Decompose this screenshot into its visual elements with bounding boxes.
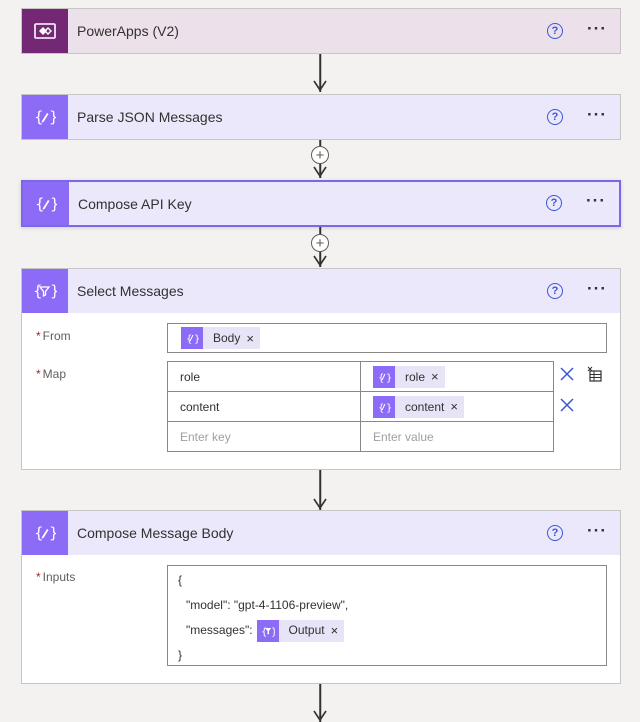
- map-label: *Map: [36, 367, 67, 381]
- svg-text:{: {: [261, 627, 267, 637]
- dynamic-content-token[interactable]: {} Body ×: [181, 327, 260, 349]
- help-icon[interactable]: ?: [547, 283, 563, 299]
- remove-token-icon[interactable]: ×: [431, 369, 439, 384]
- inputs-editor[interactable]: { "model": "gpt-4-1106-preview", "messag…: [167, 565, 607, 666]
- svg-text:}: }: [49, 524, 56, 542]
- from-label: *From: [36, 329, 71, 343]
- help-icon[interactable]: ?: [547, 525, 563, 541]
- help-icon[interactable]: ?: [547, 109, 563, 125]
- expression-icon: {}: [181, 327, 203, 349]
- svg-text:}: }: [386, 403, 391, 413]
- expression-icon: {}: [373, 395, 395, 418]
- step-header[interactable]: PowerApps (V2) ? ···: [22, 9, 620, 53]
- map-key-input[interactable]: Enter key: [167, 421, 361, 452]
- step-title: Compose API Key: [78, 195, 192, 212]
- dynamic-content-token[interactable]: {} Output ×: [256, 619, 345, 642]
- delete-row-icon[interactable]: [560, 398, 574, 412]
- map-row: Enter key Enter value: [167, 421, 555, 452]
- svg-text:{: {: [378, 373, 384, 383]
- step-card-compose-message-body[interactable]: {} Compose Message Body ? ··· *Inputs { …: [21, 510, 621, 684]
- svg-text:}: }: [50, 195, 57, 213]
- step-card-select-messages[interactable]: {} Select Messages ? ··· *From {} Body ×…: [21, 268, 621, 470]
- more-options-icon[interactable]: ···: [587, 19, 607, 38]
- code-line: "messages": {} Output ×: [178, 618, 606, 643]
- select-filter-icon: {}: [22, 269, 68, 313]
- help-icon[interactable]: ?: [546, 195, 562, 211]
- add-step-icon[interactable]: +: [311, 146, 329, 164]
- svg-text:{: {: [35, 195, 45, 213]
- data-operation-icon: {}: [22, 511, 68, 555]
- delete-row-icon[interactable]: [560, 367, 574, 381]
- svg-text:}: }: [271, 627, 275, 637]
- map-grid: role {} role × content {} content × Ente…: [167, 361, 555, 452]
- dynamic-content-token[interactable]: {} role ×: [373, 365, 445, 388]
- more-options-icon[interactable]: ···: [587, 105, 607, 124]
- map-key-input[interactable]: role: [167, 361, 361, 392]
- dynamic-content-token[interactable]: {} content ×: [373, 395, 464, 418]
- map-value-input[interactable]: Enter value: [360, 421, 554, 452]
- more-options-icon[interactable]: ···: [587, 279, 607, 298]
- step-header[interactable]: {} Parse JSON Messages ? ···: [22, 95, 620, 139]
- code-line: "model": "gpt-4-1106-preview",: [186, 598, 349, 612]
- step-header[interactable]: {} Compose API Key ? ···: [23, 182, 619, 225]
- svg-text:{: {: [378, 403, 384, 413]
- data-operation-icon: {}: [22, 95, 68, 139]
- remove-token-icon[interactable]: ×: [450, 399, 458, 414]
- step-card-compose-api-key[interactable]: {} Compose API Key ? ···: [21, 180, 621, 227]
- svg-text:}: }: [386, 373, 391, 383]
- step-header[interactable]: {} Select Messages ? ···: [22, 269, 620, 313]
- powerapps-icon: [22, 9, 68, 53]
- step-card-powerapps[interactable]: PowerApps (V2) ? ···: [21, 8, 621, 54]
- svg-text:}: }: [49, 108, 56, 126]
- from-input[interactable]: {} Body ×: [167, 323, 607, 353]
- remove-token-icon[interactable]: ×: [330, 623, 339, 638]
- map-row: role {} role ×: [167, 361, 555, 392]
- more-options-icon[interactable]: ···: [586, 191, 606, 210]
- step-title: Compose Message Body: [77, 525, 234, 541]
- remove-token-icon[interactable]: ×: [246, 330, 254, 346]
- add-step-icon[interactable]: +: [311, 234, 329, 252]
- svg-text:{: {: [34, 108, 44, 126]
- code-line: {: [178, 573, 183, 587]
- help-icon[interactable]: ?: [547, 23, 563, 39]
- expression-icon: {}: [373, 365, 395, 388]
- more-options-icon[interactable]: ···: [587, 521, 607, 540]
- step-title: Parse JSON Messages: [77, 109, 223, 125]
- step-title: Select Messages: [77, 283, 184, 299]
- inputs-label: *Inputs: [36, 570, 76, 584]
- code-line: }: [178, 648, 183, 662]
- step-card-parse-json[interactable]: {} Parse JSON Messages ? ···: [21, 94, 621, 140]
- map-value-input[interactable]: {} role ×: [360, 361, 554, 392]
- switch-to-text-mode-icon[interactable]: [587, 366, 603, 382]
- data-operation-icon: {}: [23, 182, 69, 225]
- svg-text:{: {: [33, 282, 43, 300]
- step-title: PowerApps (V2): [77, 23, 179, 39]
- map-value-input[interactable]: {} content ×: [360, 391, 554, 422]
- svg-text:}: }: [194, 334, 199, 344]
- svg-text:{: {: [34, 524, 44, 542]
- map-row: content {} content ×: [167, 391, 555, 422]
- select-filter-icon: {}: [256, 619, 279, 642]
- step-header[interactable]: {} Compose Message Body ? ···: [22, 511, 620, 555]
- map-key-input[interactable]: content: [167, 391, 361, 422]
- svg-text:{: {: [186, 334, 192, 344]
- svg-text:}: }: [50, 282, 57, 300]
